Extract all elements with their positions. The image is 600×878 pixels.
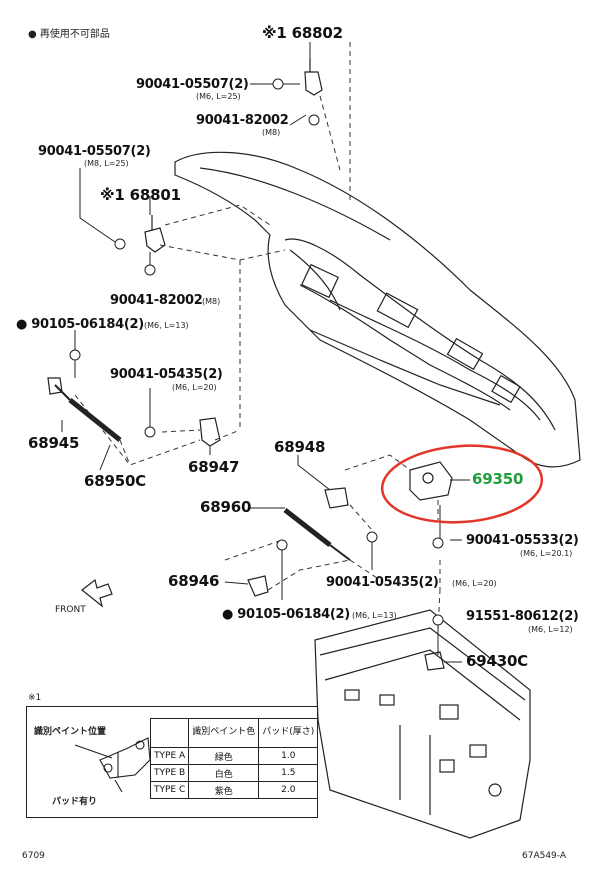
part-label-68947: 68947	[188, 458, 240, 476]
legend-type: TYPE B	[149, 764, 190, 782]
bolt-label-6: 90041-05435(2)	[110, 367, 223, 382]
legend-color: 紫色	[188, 781, 260, 799]
bolt-symbol-3	[69, 349, 81, 361]
bolt-symbol-6	[276, 539, 288, 551]
back-panel-hole-2	[379, 694, 395, 706]
legend-paint-position: 識別ペイント位置	[34, 727, 107, 737]
legend-row: TYPE A 緑色 1.0	[149, 747, 319, 765]
back-panel-hole-4	[469, 744, 487, 758]
lid-crossmember	[309, 329, 501, 406]
bolt-label-7: 90041-05533(2)	[466, 533, 579, 548]
trunk-lid-outline	[174, 151, 581, 468]
part-label-69350: 69350	[472, 470, 524, 488]
lid-bracket-4	[491, 374, 521, 404]
bolt-spec-4: (M8)	[202, 297, 221, 306]
bolt-label-1: 90041-05507(2)	[136, 77, 249, 92]
bolt-spec-7: (M6, L=20.1)	[520, 549, 573, 558]
part-label-68945: 68945	[28, 434, 80, 452]
bolt-label-2: 90041-82002	[196, 113, 289, 128]
back-panel-ledge	[324, 649, 521, 721]
damper-stay-68960	[283, 508, 332, 547]
footer-right: 67A549-A	[522, 851, 566, 861]
part-label-69430c: 69430C	[466, 652, 528, 670]
front-label: FRONT	[55, 605, 86, 615]
legend-header-type	[149, 718, 190, 748]
bolt-spec-9: (M6, L=13)	[352, 611, 397, 620]
bolt-label-5: ● 90105-06184(2)	[16, 317, 144, 332]
bolt-spec-1: (M6, L=25)	[196, 92, 241, 101]
back-panel-round-hole	[488, 783, 502, 797]
bolt-spec-6: (M6, L=20)	[172, 383, 217, 392]
striker-69430c	[424, 651, 445, 671]
bolt-spec-3: (M8, L=25)	[84, 159, 129, 168]
highlight-circle	[380, 444, 544, 524]
bolt-symbol-1	[272, 78, 284, 90]
part-label-68802: ※1 68802	[262, 24, 343, 42]
damper-stay-68950c	[68, 398, 122, 442]
legend-color: 緑色	[188, 747, 260, 765]
back-panel-hole-5	[439, 759, 455, 773]
back-panel-outline	[314, 609, 531, 839]
bolt-label-3: 90041-05507(2)	[38, 144, 151, 159]
legend-header-paint: 識別ペイント色	[188, 718, 260, 748]
hinge-68947	[199, 417, 221, 447]
bolt-spec-10: (M6, L=12)	[528, 625, 573, 634]
footer-left: 6709	[22, 851, 45, 861]
nut-symbol-2	[144, 264, 156, 276]
part-label-68801: ※1 68801	[100, 186, 181, 204]
bolt-symbol-7	[432, 537, 444, 549]
reuse-note: ● 再使用不可部品	[28, 29, 110, 40]
trunk-lid-ridge	[199, 167, 391, 241]
back-panel-hole-3	[439, 704, 459, 720]
legend-table: 識別ペイント色 パッド(厚さ) TYPE A 緑色 1.0 TYPE B 白色 …	[149, 718, 319, 799]
trunk-lid-inner-edge	[284, 238, 556, 431]
bolt-spec-5: (M6, L=13)	[144, 321, 189, 330]
legend-pad: 1.0	[258, 747, 319, 765]
hinge-68946	[247, 575, 269, 597]
lid-bracket-1	[300, 263, 340, 299]
legend-type: TYPE C	[149, 781, 190, 799]
legend-color: 白色	[188, 764, 260, 782]
bolt-label-8: 90041-05435(2)	[326, 575, 439, 590]
back-panel-hole-1	[344, 689, 360, 701]
legend-header-pad: パッド(厚さ)	[258, 718, 319, 748]
legend-type: TYPE A	[149, 747, 190, 765]
legend-row: TYPE B 白色 1.5	[149, 764, 319, 782]
damper-stay-lower-mount	[47, 377, 63, 395]
legend-mark: ※1	[28, 693, 42, 703]
bolt-spec-8: (M6, L=20)	[452, 579, 497, 588]
bracket-68948	[324, 487, 349, 509]
bolt-symbol-5	[366, 531, 378, 543]
legend-pad: 2.0	[258, 781, 319, 799]
bolt-label-10: 91551-80612(2)	[466, 609, 579, 624]
bolt-spec-2: (M8)	[262, 128, 281, 137]
part-label-68950c: 68950C	[84, 472, 146, 490]
bolt-label-4: 90041-82002	[110, 293, 203, 308]
back-panel-top-edge	[319, 627, 526, 701]
bolt-symbol-2	[114, 238, 126, 250]
part-label-68960: 68960	[200, 498, 252, 516]
front-arrow-icon	[81, 578, 113, 608]
hinge-68801	[144, 227, 166, 253]
bolt-symbol-8	[432, 614, 444, 626]
hinge-68802	[304, 71, 323, 96]
part-label-68948: 68948	[274, 438, 326, 456]
lid-bracket-3	[446, 337, 484, 371]
lock-69350	[409, 461, 453, 501]
trunk-lid-panel-line-2	[329, 299, 541, 421]
bolt-label-9: ● 90105-06184(2)	[222, 607, 350, 622]
legend-pad-present: パッド有り	[52, 797, 98, 807]
nut-symbol-1	[308, 114, 320, 126]
trunk-lid-inner-frame	[299, 284, 511, 411]
lid-bracket-2	[376, 292, 419, 329]
legend-row: TYPE C 紫色 2.0	[149, 781, 319, 799]
part-label-68946: 68946	[168, 572, 220, 590]
bolt-symbol-4	[144, 426, 156, 438]
legend-pad: 1.5	[258, 764, 319, 782]
